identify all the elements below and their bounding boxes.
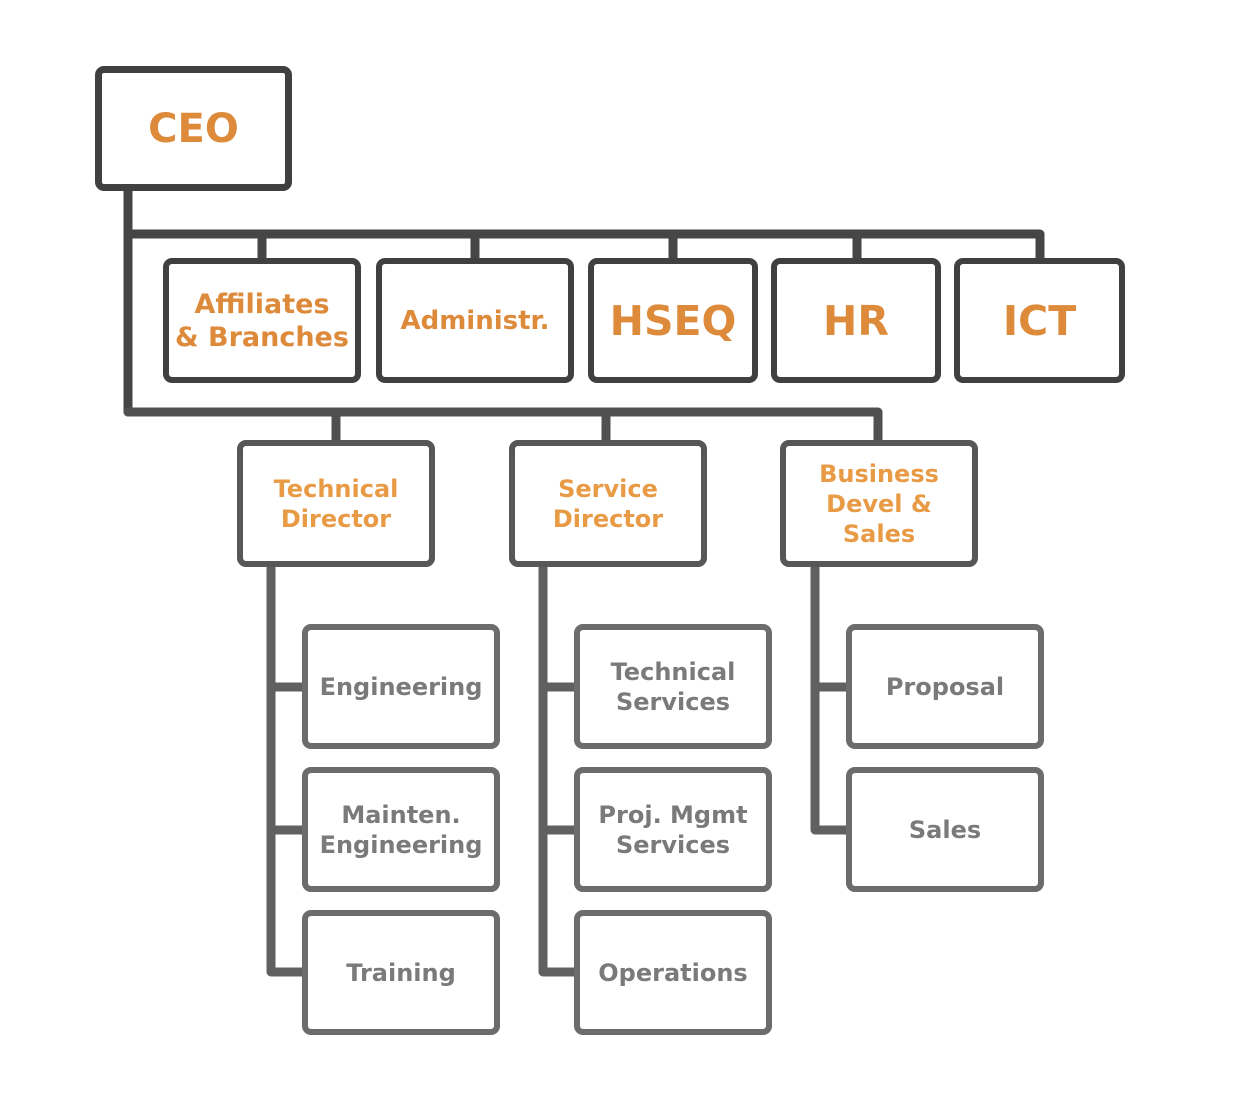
business-branch-line: [810, 557, 853, 835]
unit-box-sales: Sales: [846, 767, 1044, 892]
director-business-line-1: Business: [819, 459, 939, 488]
unit-operations-label: Operations: [598, 958, 748, 987]
staff-box-ict: ICT: [954, 258, 1125, 383]
unit-proj-mgmt-line-1: Proj. Mgmt: [598, 800, 748, 829]
staff-affiliates-line-1: Affiliates: [194, 288, 330, 320]
director-bus-line: [123, 407, 883, 447]
staff-box-administr: Administr.: [376, 258, 574, 383]
staff-box-hr: HR: [771, 258, 941, 383]
staff-ict-label: ICT: [1002, 296, 1077, 345]
director-service-line-2: Director: [552, 504, 664, 533]
director-technical-line-2: Director: [280, 504, 392, 533]
unit-sales-label: Sales: [908, 815, 982, 844]
staff-box-hseq: HSEQ: [588, 258, 758, 383]
staff-bus-line: [123, 229, 1045, 267]
unit-box-proposal: Proposal: [846, 624, 1044, 749]
director-box-business: Business Devel & Sales: [780, 440, 978, 567]
unit-technical-services-line-1: Technical: [610, 657, 736, 686]
staff-hseq-label: HSEQ: [609, 296, 737, 345]
unit-box-proj-mgmt-services: Proj. Mgmt Services: [574, 767, 772, 892]
technical-branch-line: [266, 557, 309, 977]
ceo-box: CEO: [95, 66, 292, 191]
unit-engineering-label: Engineering: [319, 672, 483, 701]
unit-box-engineering: Engineering: [302, 624, 500, 749]
ceo-label: CEO: [148, 105, 239, 152]
unit-training-label: Training: [346, 958, 456, 987]
unit-box-mainten-engineering: Mainten. Engineering: [302, 767, 500, 892]
director-box-service: Service Director: [509, 440, 707, 567]
director-service-line-1: Service: [558, 474, 658, 503]
unit-proj-mgmt-line-2: Services: [615, 830, 731, 859]
unit-mainten-line-1: Mainten.: [341, 800, 461, 829]
unit-box-training: Training: [302, 910, 500, 1035]
unit-proposal-label: Proposal: [885, 672, 1005, 701]
staff-affiliates-line-2: & Branches: [175, 321, 349, 353]
staff-box-affiliates: Affiliates & Branches: [163, 258, 361, 383]
unit-box-technical-services: Technical Services: [574, 624, 772, 749]
director-business-line-2: Devel & Sales: [826, 489, 932, 548]
director-box-technical: Technical Director: [237, 440, 435, 567]
staff-hr-label: HR: [823, 296, 889, 345]
unit-box-operations: Operations: [574, 910, 772, 1035]
unit-technical-services-line-2: Services: [615, 687, 731, 716]
director-technical-line-1: Technical: [273, 474, 399, 503]
unit-mainten-line-2: Engineering: [319, 830, 483, 859]
staff-administr-label: Administr.: [400, 305, 550, 336]
service-branch-line: [538, 557, 581, 977]
